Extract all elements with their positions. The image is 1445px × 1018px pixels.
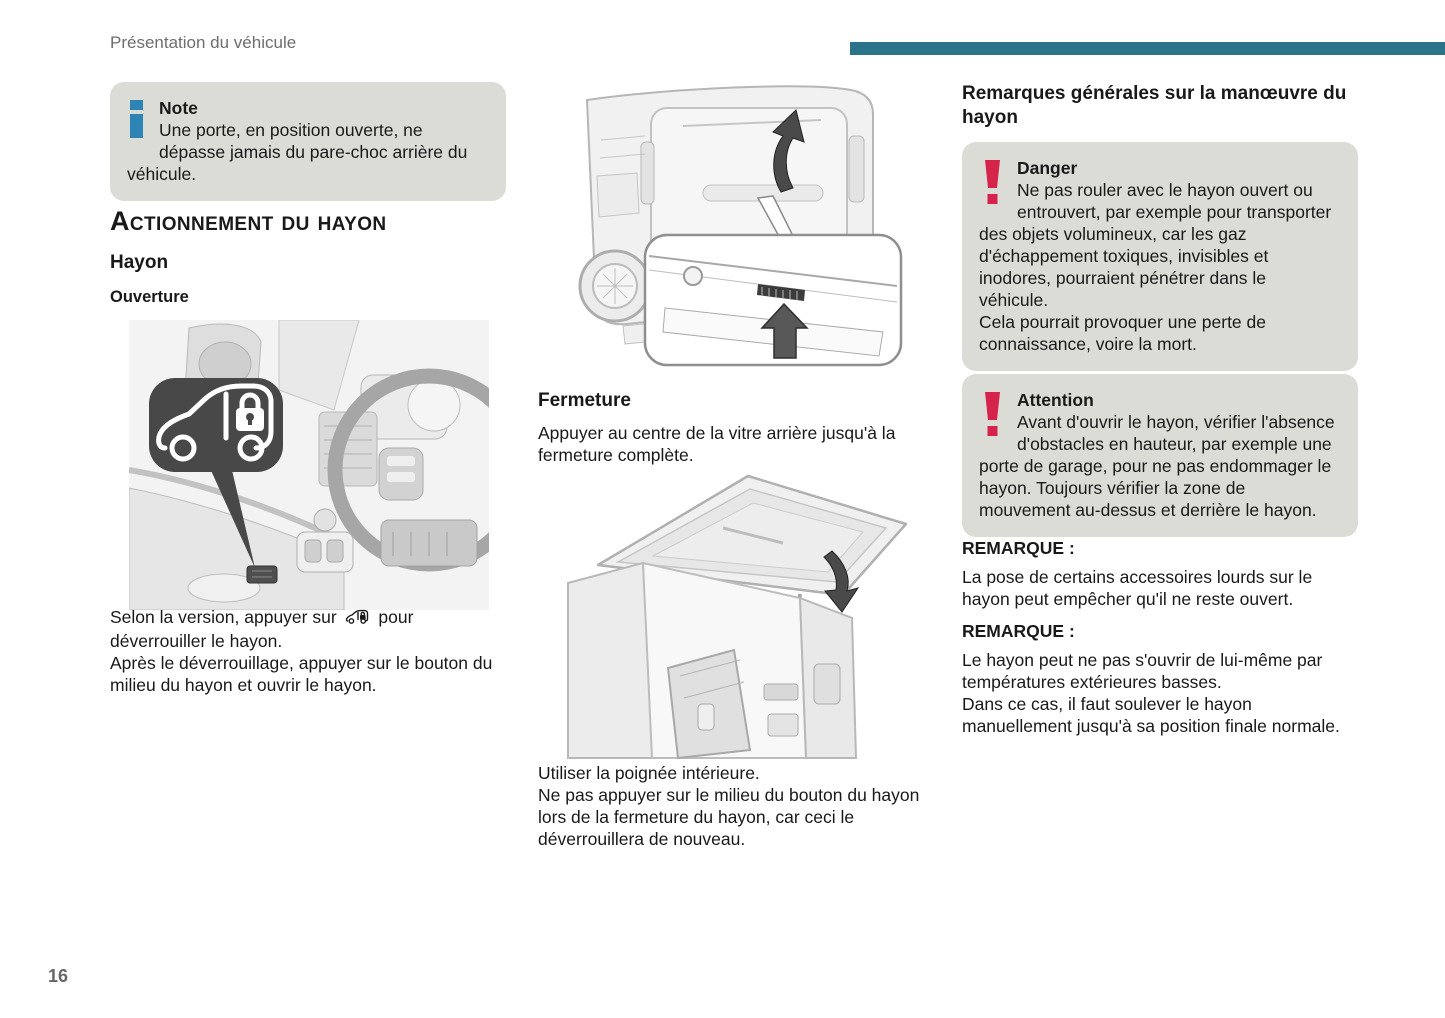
warning-exclamation-icon [982, 392, 1002, 442]
attention-body: Avant d'ouvrir le hayon, vérifier l'abse… [979, 412, 1335, 520]
attention-box: Attention Avant d'ouvrir le hayon, vérif… [962, 374, 1358, 537]
warning-exclamation-icon [982, 160, 1002, 210]
open-para-line2: Après le déverrouillage, appuyer sur le … [110, 653, 493, 695]
illustration-van-rear-button [553, 80, 908, 380]
remark-2-body: Le hayon peut ne pas s'ouvrir de lui-mêm… [962, 649, 1364, 737]
note-title: Note [159, 98, 198, 118]
breadcrumb: Présentation du véhicule [110, 33, 297, 52]
remark-2-body-2: Dans ce cas, il faut soulever le hayon m… [962, 694, 1340, 736]
danger-title: Danger [1017, 158, 1078, 178]
info-icon [130, 100, 144, 143]
page-number: 16 [48, 966, 69, 986]
closing-title: Fermeture [538, 390, 631, 411]
accent-bar [850, 42, 1445, 55]
closing-para1: Utiliser la poignée intérieure. [538, 763, 760, 783]
remark-2-label: REMARQUE : [962, 621, 1075, 641]
closing-instructions: Utiliser la poignée intérieure. Ne pas a… [538, 762, 938, 850]
note-body: Une porte, en position ouverte, ne dépas… [127, 120, 468, 184]
right-heading: Remarques générales sur la manœuvre du h… [962, 83, 1347, 128]
remark-1-label: REMARQUE : [962, 538, 1075, 558]
tailgate-unlock-button-icon [345, 608, 371, 630]
danger-body-2: Cela pourrait provoquer une perte de con… [979, 312, 1266, 354]
attention-title: Attention [1017, 390, 1094, 410]
subsubsection-ouverture: Ouverture [110, 288, 189, 306]
danger-body-1: Ne pas rouler avec le hayon ouvert ou en… [979, 180, 1332, 310]
closing-para2: Ne pas appuyer sur le milieu du bouton d… [538, 785, 920, 849]
subsection-hayon: Hayon [110, 252, 169, 273]
note-box: Note Une porte, en position ouverte, ne … [110, 82, 506, 201]
danger-box: Danger Ne pas rouler avec le hayon ouver… [962, 142, 1358, 371]
remark-2-body-1: Le hayon peut ne pas s'ouvrir de lui-mêm… [962, 650, 1323, 692]
remark-1-body: La pose de certains accessoires lourds s… [962, 567, 1313, 609]
closing-body: Appuyer au centre de la vitre arrière ju… [538, 423, 896, 465]
open-para-after: pour déverrouiller le hayon. [110, 607, 414, 651]
illustration-interior-unlock-button [129, 320, 489, 610]
open-para-before: Selon la version, appuyer sur [110, 607, 337, 627]
illustration-open-tailgate [548, 468, 913, 760]
opening-instructions: Selon la version, appuyer sur pour déver… [110, 606, 508, 696]
section-title: Actionnement du hayon [110, 206, 387, 236]
